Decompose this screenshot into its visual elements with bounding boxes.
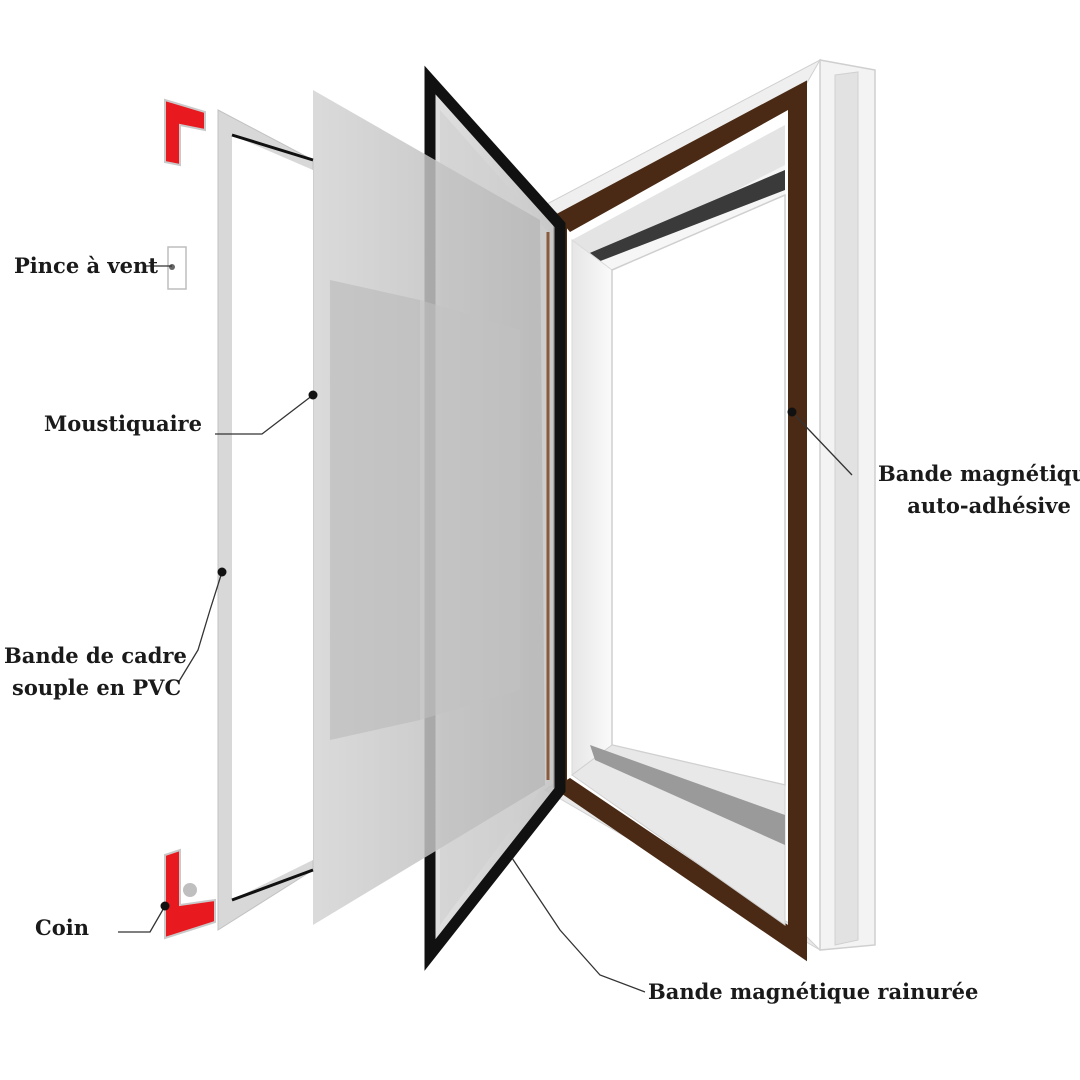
corner-top-icon: [164, 98, 206, 167]
label-adhesive-strip-line1: Bande magnétique: [878, 461, 1080, 486]
label-adhesive-strip-line2: auto-adhésive: [907, 493, 1071, 518]
label-mosquito-net: Moustiquaire: [44, 408, 202, 440]
label-pvc-frame-line2: souple en PVC: [12, 675, 182, 700]
corner-bottom-icon: [164, 848, 216, 940]
label-adhesive-strip: Bande magnétique auto-adhésive: [878, 458, 1080, 522]
label-wind-clip-text: Pince à vent: [14, 253, 158, 278]
label-pvc-frame: Bande de cadre souple en PVC: [4, 640, 187, 704]
label-corner: Coin: [35, 912, 89, 944]
label-grooved-strip-text: Bande magnétique rainurée: [648, 979, 979, 1004]
mosquito-net-mesh: [313, 90, 545, 925]
label-grooved-strip: Bande magnétique rainurée: [648, 976, 978, 1008]
label-pvc-frame-line1: Bande de cadre: [4, 643, 187, 668]
window-reveal: [571, 125, 786, 926]
wind-clip-icon: [167, 246, 187, 290]
label-wind-clip: Pince à vent: [14, 250, 158, 282]
pvc-frame-strip: [217, 109, 314, 931]
leader-lines: [118, 265, 853, 993]
label-corner-text: Coin: [35, 915, 89, 940]
leader-dots: [160, 390, 797, 911]
label-mosquito-net-text: Moustiquaire: [44, 411, 202, 436]
